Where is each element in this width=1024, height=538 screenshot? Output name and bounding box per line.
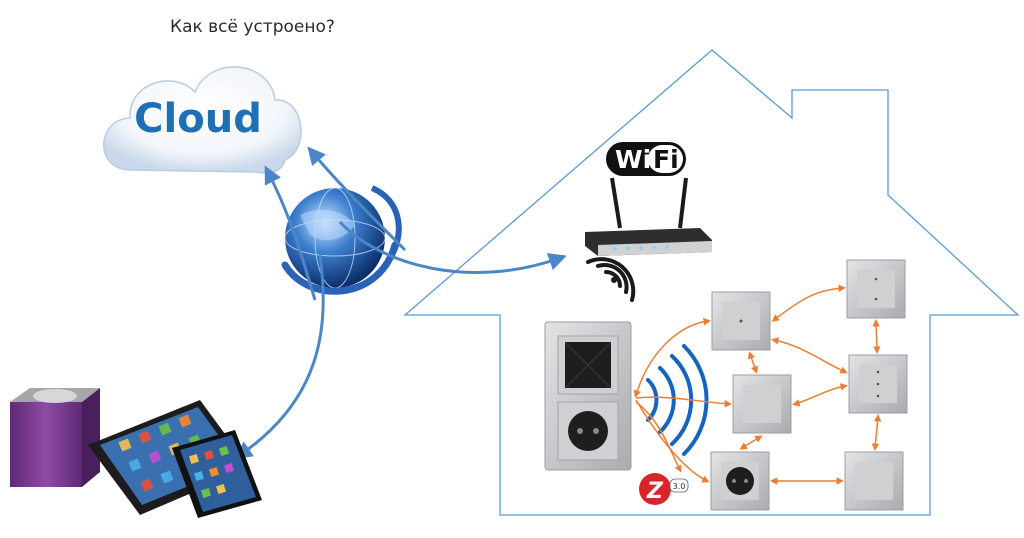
cloud-label: Cloud [134,96,262,142]
mesh-device-1 [711,291,771,351]
mesh-device-3 [732,374,792,434]
wifi-signal-icon [586,257,636,302]
zigbee-version: 3.0 [673,482,686,491]
arrow-globe-to-cloud-right [307,146,407,252]
arrow-globe-to-cloud-left [264,165,317,301]
link-device3-device4 [792,383,848,407]
mesh-device-2 [846,259,906,319]
mesh-device-4 [848,354,908,414]
gateway-panel [544,321,632,471]
mesh-socket [710,451,770,511]
mesh-device-5 [844,451,904,511]
link-device1-device4 [771,337,848,374]
cloud-icon: Cloud [103,66,302,174]
house-outline [403,49,1020,516]
smartphone-icon [172,430,262,518]
zigbee-letter: Z [646,479,664,504]
wifi-text-fi: Fi [653,145,679,174]
smart-speaker-icon [10,388,100,487]
link-device1-device2 [771,284,846,322]
link-device1-device3 [747,351,759,374]
link-gateway-socket [635,399,710,483]
link-gateway-zigbee [635,401,682,473]
link-gateway-device1 [633,317,711,398]
zigbee-logo: Z 3.0 [639,473,689,505]
router-icon [585,177,712,256]
arrow-globe-to-router [338,220,567,274]
page-title: Как всё устроено? [170,17,335,37]
link-device4-device5 [871,414,882,451]
tablet-icon [88,400,250,515]
globe-icon [281,185,402,295]
wifi-logo: Wi Fi [606,142,686,176]
arrow-globe-to-devices [234,254,325,460]
wifi-text-wi: Wi [615,145,651,174]
link-device3-socket [739,435,763,450]
link-device2-device4 [872,319,881,354]
link-gateway-device3 [635,396,732,408]
